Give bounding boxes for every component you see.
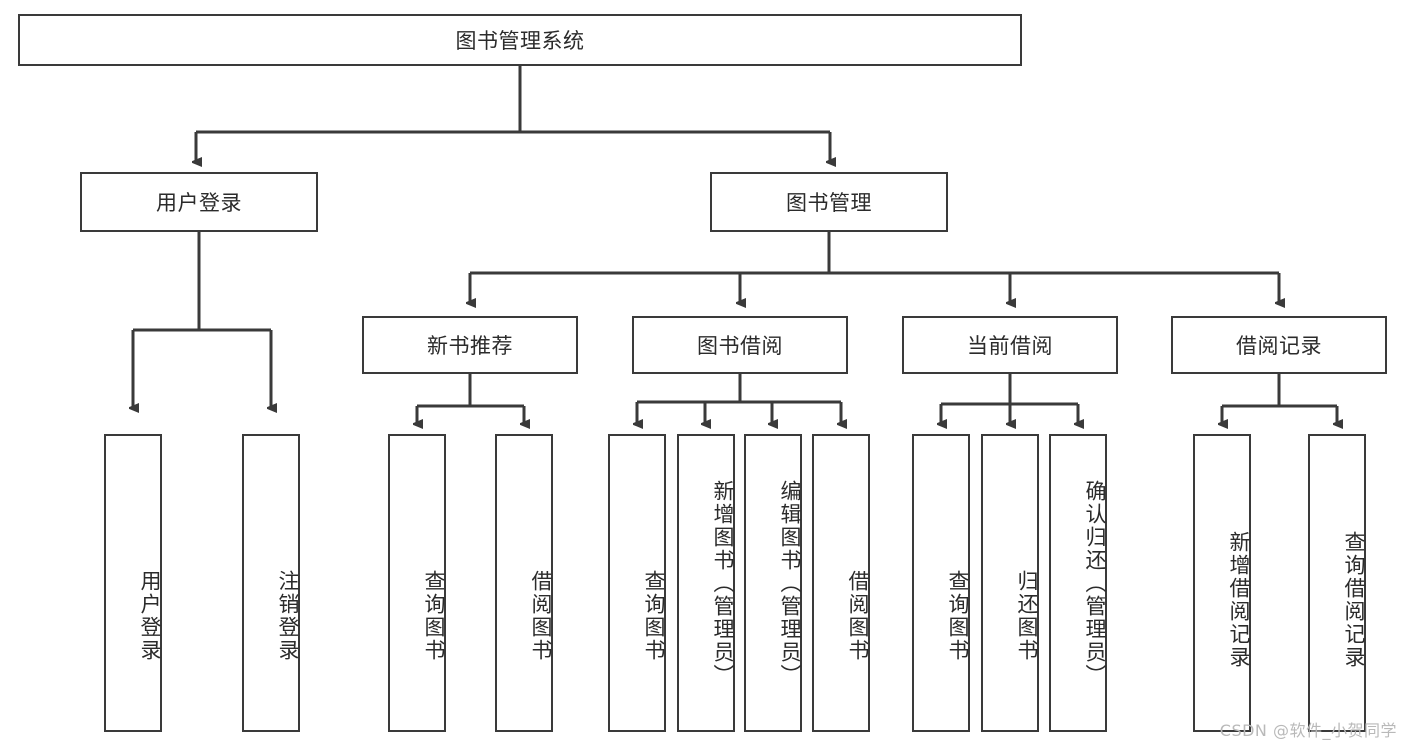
leaf-confirm-return-admin[interactable]: 确认归还（管理员） [1049,434,1107,732]
node-label: 新书推荐 [427,334,513,358]
node-label: 用户登录 [156,191,242,215]
node-label: 借阅记录 [1236,334,1322,358]
watermark-text: CSDN @软件_小贺同学 [1219,721,1397,740]
node-label: 当前借阅 [967,334,1053,358]
node-label: 新增图书（管理员） [711,479,735,687]
node-label: 借阅图书 [529,570,553,662]
node-label: 确认归还（管理员） [1083,479,1107,687]
node-root-system[interactable]: 图书管理系统 [18,14,1022,66]
node-book-borrow[interactable]: 图书借阅 [632,316,848,374]
node-label: 图书借阅 [697,334,783,358]
node-label: 查询图书 [642,570,666,662]
node-label: 查询图书 [946,570,970,662]
node-label: 查询图书 [422,570,446,662]
leaf-add-borrow-record[interactable]: 新增借阅记录 [1193,434,1251,732]
leaf-borrow-books-borrow[interactable]: 借阅图书 [812,434,870,732]
node-label: 编辑图书（管理员） [778,479,802,687]
leaf-return-books[interactable]: 归还图书 [981,434,1039,732]
node-current-borrow[interactable]: 当前借阅 [902,316,1118,374]
node-new-book-recommend[interactable]: 新书推荐 [362,316,578,374]
leaf-add-book-admin[interactable]: 新增图书（管理员） [677,434,735,732]
leaf-query-books-recommend[interactable]: 查询图书 [388,434,446,732]
node-label: 查询借阅记录 [1342,531,1366,669]
leaf-logout[interactable]: 注销登录 [242,434,300,732]
leaf-user-login[interactable]: 用户登录 [104,434,162,732]
leaf-query-books-borrow[interactable]: 查询图书 [608,434,666,732]
node-label: 用户登录 [138,570,162,662]
node-label: 注销登录 [276,570,300,662]
node-user-login[interactable]: 用户登录 [80,172,318,232]
leaf-edit-book-admin[interactable]: 编辑图书（管理员） [744,434,802,732]
node-label: 新增借阅记录 [1227,531,1251,669]
node-label: 图书管理系统 [455,29,585,53]
node-label: 图书管理 [786,191,872,215]
node-label: 借阅图书 [846,570,870,662]
node-borrow-records[interactable]: 借阅记录 [1171,316,1387,374]
node-book-management[interactable]: 图书管理 [710,172,948,232]
leaf-query-books-current[interactable]: 查询图书 [912,434,970,732]
leaf-query-borrow-record[interactable]: 查询借阅记录 [1308,434,1366,732]
leaf-borrow-books-recommend[interactable]: 借阅图书 [495,434,553,732]
node-label: 归还图书 [1015,570,1039,662]
